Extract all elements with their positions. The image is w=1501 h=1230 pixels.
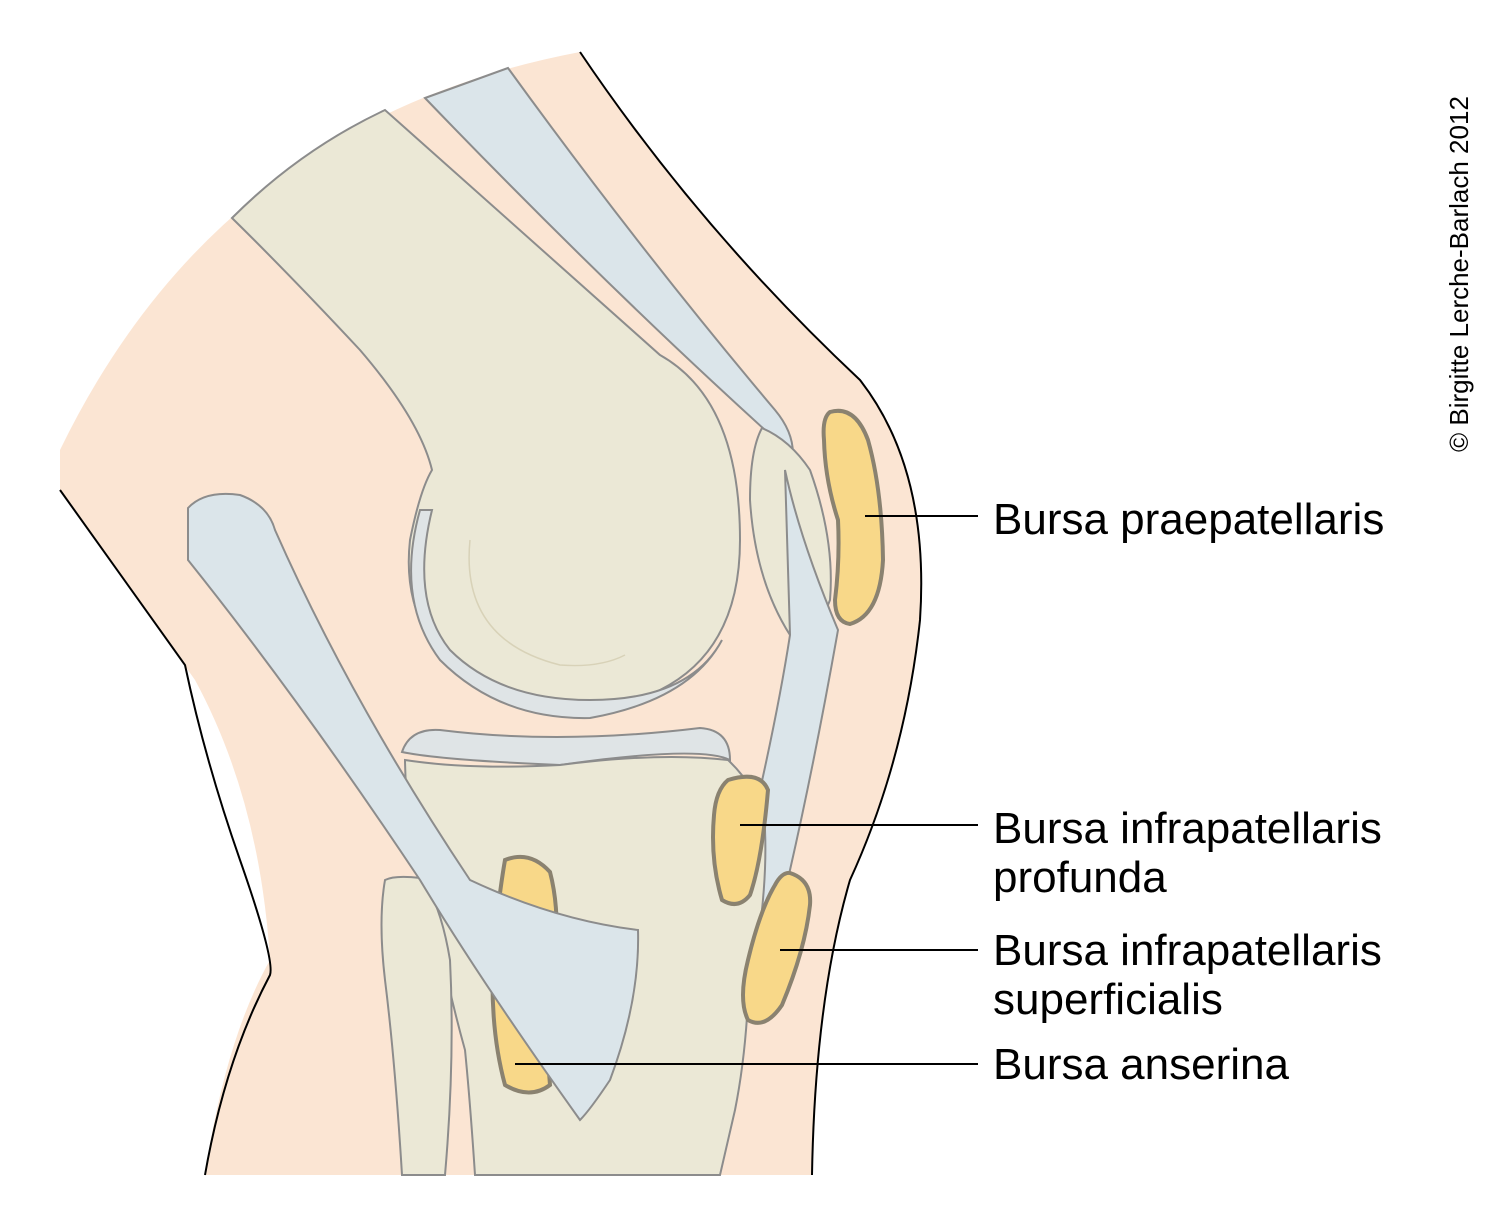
label-bursa-infrapatellaris-profunda-line2: profunda — [993, 853, 1167, 902]
femur-cartilage — [410, 509, 723, 720]
skin-edge-back — [59, 489, 272, 1176]
bursa-praepatellaris — [821, 408, 886, 627]
quadriceps-tendon — [423, 66, 794, 473]
tibia-cartilage — [400, 726, 732, 767]
bursa-infrapatellaris-profunda — [711, 774, 771, 906]
label-bursa-infrapatellaris-superficialis-line1: Bursa infrapatellaris — [993, 926, 1382, 975]
label-bursa-anserina: Bursa anserina — [993, 1040, 1289, 1089]
femur-highlight — [468, 539, 626, 667]
bursa-infrapatellaris-superficialis — [741, 870, 813, 1025]
skin-edge-front — [579, 51, 923, 1176]
label-bursa-infrapatellaris-superficialis-line2: superficialis — [993, 975, 1223, 1024]
label-bursa-infrapatellaris-profunda-line1: Bursa infrapatellaris — [993, 804, 1382, 853]
label-bursa-praepatellaris: Bursa praepatellaris — [993, 495, 1384, 544]
pes-anserinus-ligament — [187, 492, 640, 1122]
copyright-text: © Birgitte Lerche-Barlach 2012 — [1444, 96, 1474, 452]
